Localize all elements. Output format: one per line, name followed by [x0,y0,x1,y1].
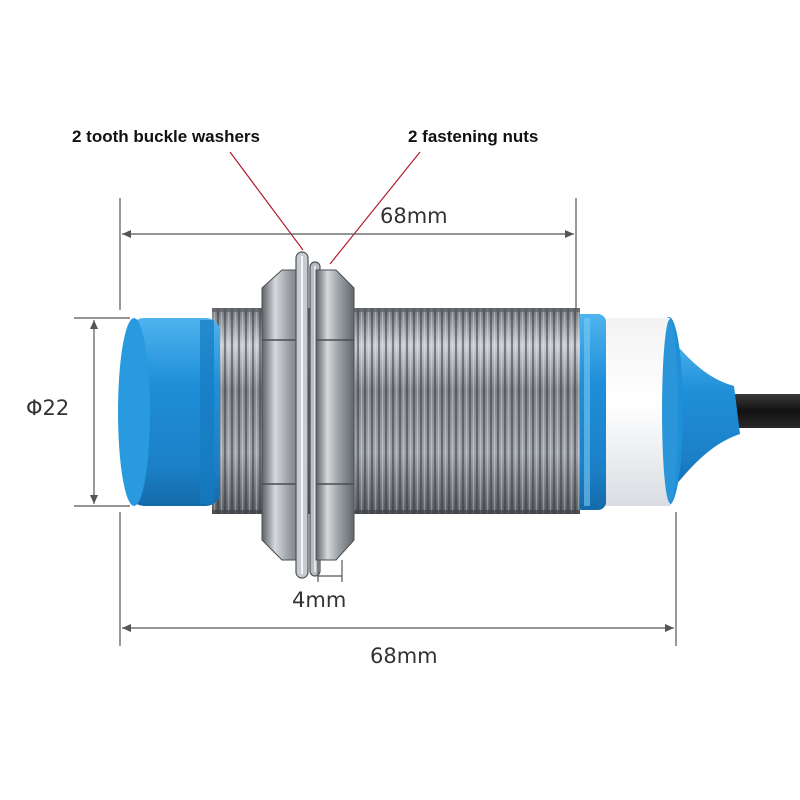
front-blue-cap [118,318,220,506]
rear-blue-band [574,314,606,510]
thickness-label: 4mm [292,588,347,612]
second-fastening-nut [315,269,355,561]
overall-length-label: 68mm [370,644,438,668]
washers-callout-label: 2 tooth buckle washers [72,127,260,146]
rear-white-housing [598,318,678,506]
top-length-label: 68mm [380,204,448,228]
first-tooth-washer [295,251,309,579]
dimension-lines [74,198,677,646]
nuts-callout-label: 2 fastening nuts [408,127,539,146]
cable-strain-relief [670,338,740,492]
diameter-label: Φ22 [26,396,70,420]
